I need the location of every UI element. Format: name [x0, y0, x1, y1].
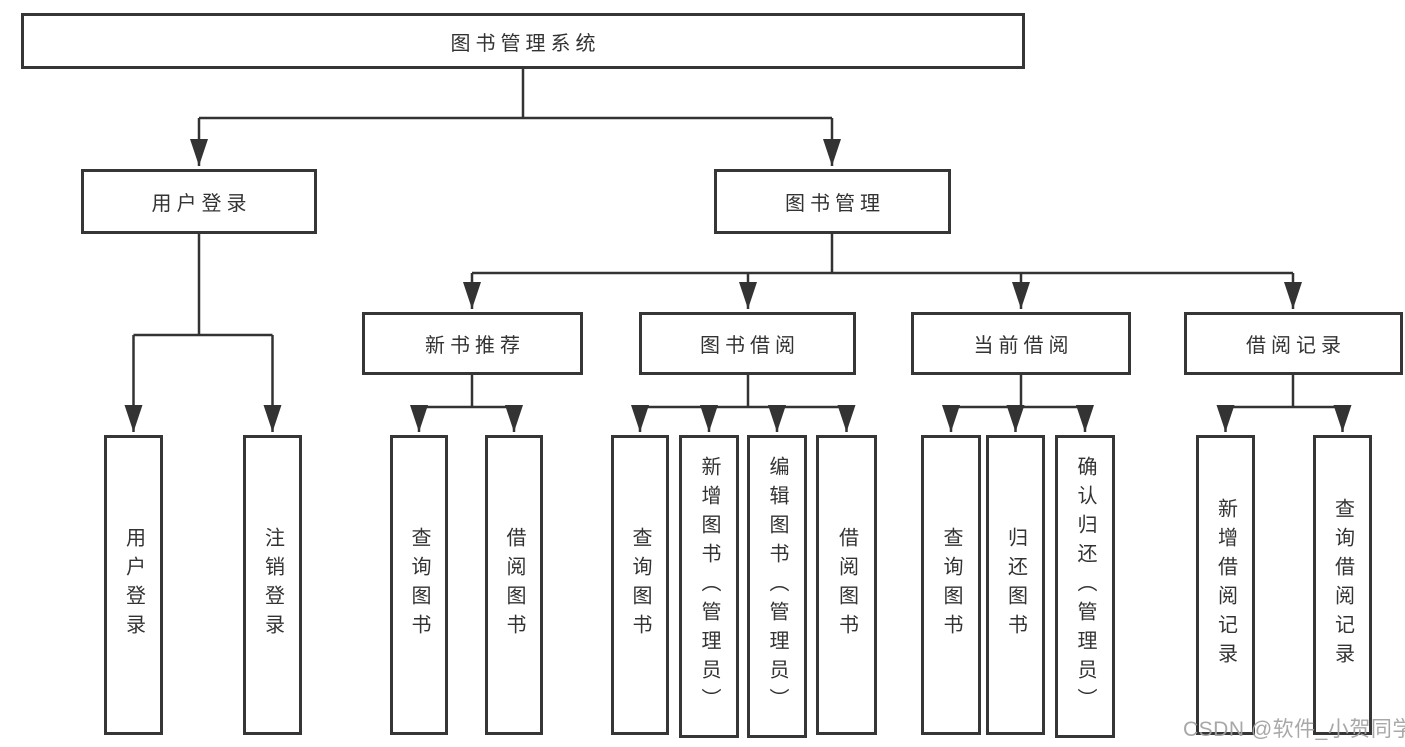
leaf-confirm-return-admin-label: 确认归还（管理员） [1074, 456, 1096, 717]
leaf-user-login-label: 用户登录 [122, 527, 145, 643]
connector-book-borrow-children [631, 375, 856, 432]
connector-root-to-level2 [190, 69, 841, 166]
leaf-query-book-under-borrow: 查询图书 [611, 435, 669, 735]
node-borrowing-records-label: 借阅记录 [1246, 335, 1346, 357]
leaf-confirm-return-admin: 确认归还（管理员） [1055, 435, 1115, 738]
leaf-query-borrow-record-label: 查询借阅记录 [1331, 498, 1354, 672]
node-user-login-label: 用户登录 [151, 193, 252, 215]
leaf-add-book-admin-label: 新增图书（管理员） [698, 456, 720, 717]
leaf-query-book-under-new: 查询图书 [390, 435, 448, 735]
node-book-management-label: 图书管理 [785, 193, 885, 215]
node-book-management: 图书管理 [714, 169, 951, 234]
node-root-library-system: 图书管理系统 [21, 13, 1025, 69]
leaf-query-book-under-new-label: 查询图书 [408, 527, 430, 643]
node-current-borrowing-label: 当前借阅 [973, 335, 1074, 357]
leaf-borrow-book-under-new-label: 借阅图书 [503, 527, 525, 643]
leaf-borrow-book-under-new: 借阅图书 [485, 435, 543, 735]
leaf-borrow-book-under-borrow-label: 借阅图书 [835, 527, 858, 643]
leaf-add-borrow-record-label: 新增借阅记录 [1214, 498, 1237, 672]
leaf-return-book-label: 归还图书 [1004, 527, 1027, 643]
node-new-book-recommend: 新书推荐 [362, 312, 583, 375]
connector-user-login-children [124, 234, 282, 432]
leaf-add-borrow-record: 新增借阅记录 [1196, 435, 1255, 735]
leaf-query-book-under-borrow-label: 查询图书 [629, 527, 651, 643]
connector-current-borrow-children [942, 375, 1094, 432]
connector-new-book-children [410, 375, 523, 432]
leaf-edit-book-admin-label: 编辑图书（管理员） [766, 456, 788, 717]
csdn-watermark: CSDN @软件_小贺同学 [1183, 718, 1405, 741]
connector-borrow-record-children [1216, 375, 1352, 432]
leaf-query-book-under-current-label: 查询图书 [940, 527, 962, 643]
leaf-query-borrow-record: 查询借阅记录 [1313, 435, 1372, 735]
leaf-borrow-book-under-borrow: 借阅图书 [816, 435, 877, 735]
leaf-edit-book-admin: 编辑图书（管理员） [747, 435, 807, 738]
node-book-borrowing: 图书借阅 [639, 312, 856, 375]
node-new-book-recommend-label: 新书推荐 [425, 335, 525, 357]
leaf-add-book-admin: 新增图书（管理员） [679, 435, 739, 738]
leaf-return-book: 归还图书 [986, 435, 1045, 735]
node-borrowing-records: 借阅记录 [1184, 312, 1403, 375]
node-book-borrowing-label: 图书借阅 [700, 335, 800, 357]
node-root-label: 图书管理系统 [450, 32, 601, 55]
node-user-login: 用户登录 [81, 169, 317, 234]
leaf-user-login: 用户登录 [104, 435, 163, 735]
connector-book-mgmt-children [463, 234, 1302, 309]
leaf-logout-login: 注销登录 [243, 435, 302, 735]
leaf-logout-login-label: 注销登录 [261, 527, 284, 643]
leaf-query-book-under-current: 查询图书 [921, 435, 981, 735]
node-current-borrowing: 当前借阅 [911, 312, 1131, 375]
